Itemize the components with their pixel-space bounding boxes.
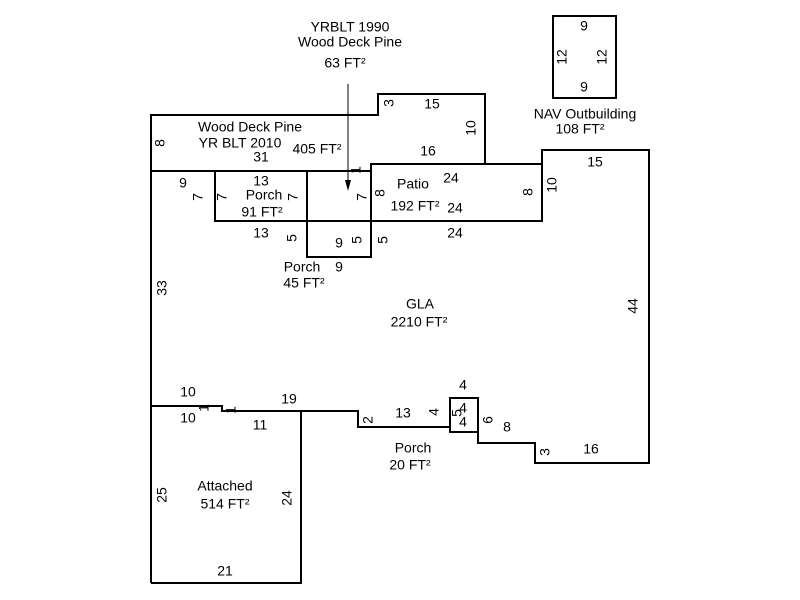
dimension-label: 11	[253, 417, 268, 433]
dimension-label: 19	[281, 391, 297, 407]
porch-45-area: 45 FT²	[283, 275, 325, 291]
dimension-label: 9	[580, 18, 588, 34]
gla-bottom-wall	[151, 405, 450, 428]
dimension-label: 4	[426, 408, 442, 416]
dimension-label: 10	[180, 384, 196, 400]
dimension-label: 7	[285, 193, 301, 201]
deck-405-area: 405 FT²	[292, 141, 341, 157]
nav-outbuilding-area: 108 FT²	[555, 121, 604, 137]
dimension-label: 25	[154, 487, 170, 503]
dimension-label: 1	[223, 406, 239, 414]
dimension-label: 7	[190, 193, 206, 201]
attached-area: 514 FT²	[200, 496, 249, 512]
gla-area: 2210 FT²	[391, 314, 448, 330]
dimension-label: 7	[354, 193, 370, 201]
dimension-label: 13	[253, 225, 269, 241]
porch-91-area: 91 FT²	[241, 204, 283, 220]
dimension-label: 44	[625, 298, 641, 314]
dimension-label: 5	[349, 236, 365, 244]
gla-name: GLA	[406, 296, 435, 312]
dimension-label: 9	[335, 259, 343, 275]
dimension-label: 5	[449, 409, 465, 417]
patio-area: 192 FT²	[390, 198, 439, 214]
porch-20-name: Porch	[395, 440, 432, 456]
dimension-label: 9	[335, 235, 343, 251]
attached-name: Attached	[197, 478, 252, 494]
dimension-label: 2	[360, 416, 376, 424]
porch-20-outline	[449, 397, 479, 433]
dimension-label: 1	[196, 404, 212, 412]
dimension-label: 1	[348, 166, 364, 174]
patio-name: Patio	[397, 176, 429, 192]
dimension-label: 24	[443, 170, 459, 186]
dimension-label: 9	[179, 175, 187, 191]
dimension-label: 24	[447, 200, 463, 216]
porch-91-name: Porch	[246, 187, 283, 203]
dimension-label: 8	[503, 419, 511, 435]
deck-outline	[150, 93, 486, 171]
dimension-label: 12	[554, 49, 570, 65]
porch-20-area: 20 FT²	[389, 457, 431, 473]
attached-outline	[151, 411, 302, 584]
deck-63-year: YRBLT 1990	[311, 19, 390, 35]
deck-63-name: Wood Deck Pine	[298, 34, 402, 50]
dimension-label: 7	[214, 193, 230, 201]
porch-45-name: Porch	[284, 259, 321, 275]
dimension-label: 10	[463, 120, 479, 136]
dimension-label: 10	[544, 177, 560, 193]
nav-outbuilding-outline	[552, 15, 617, 99]
dimension-label: 15	[424, 96, 440, 112]
dimension-label: 4	[459, 400, 467, 416]
dimension-label: 16	[420, 143, 436, 159]
dimension-label: 3	[537, 448, 553, 456]
dimension-label: 8	[372, 189, 388, 197]
dimension-label: 8	[520, 188, 536, 196]
dimension-label: 6	[480, 416, 496, 424]
dimension-label: 9	[580, 79, 588, 95]
dimension-label: 21	[217, 563, 233, 579]
porch-45-outline	[306, 220, 372, 258]
dimension-label: 24	[447, 225, 463, 241]
dimension-label: 31	[253, 149, 269, 165]
dimension-label: 4	[459, 414, 467, 430]
dimension-label: 4	[459, 377, 467, 393]
pointer-arrow-head	[345, 180, 351, 191]
deck-405-year: YR BLT 2010	[199, 135, 282, 151]
dimension-label: 13	[395, 405, 411, 421]
deck-405-name: Wood Deck Pine	[198, 119, 302, 135]
dimension-label: 3	[381, 99, 397, 107]
dimension-labels: 8 3 15 10 16 31 1 9 7 13 7 7 7 8 24 24 8…	[152, 18, 641, 579]
dimension-label: 5	[375, 236, 391, 244]
deck-63-area: 63 FT²	[324, 55, 366, 71]
dimension-label: 5	[284, 234, 300, 242]
gla-outline	[477, 149, 650, 464]
dimension-label: 33	[154, 280, 170, 296]
dimension-label: 8	[152, 139, 168, 147]
area-labels: Wood Deck Pine YR BLT 2010 405 FT² YRBLT…	[197, 19, 636, 512]
walls	[150, 15, 650, 584]
dimension-label: 10	[180, 410, 196, 426]
dimension-label: 13	[253, 173, 269, 189]
dimension-label: 12	[594, 49, 610, 65]
nav-outbuilding-name: NAV Outbuilding	[534, 106, 636, 122]
dimension-label: 16	[583, 441, 599, 457]
dimension-label: 15	[587, 154, 603, 170]
dimension-label: 24	[279, 490, 295, 506]
